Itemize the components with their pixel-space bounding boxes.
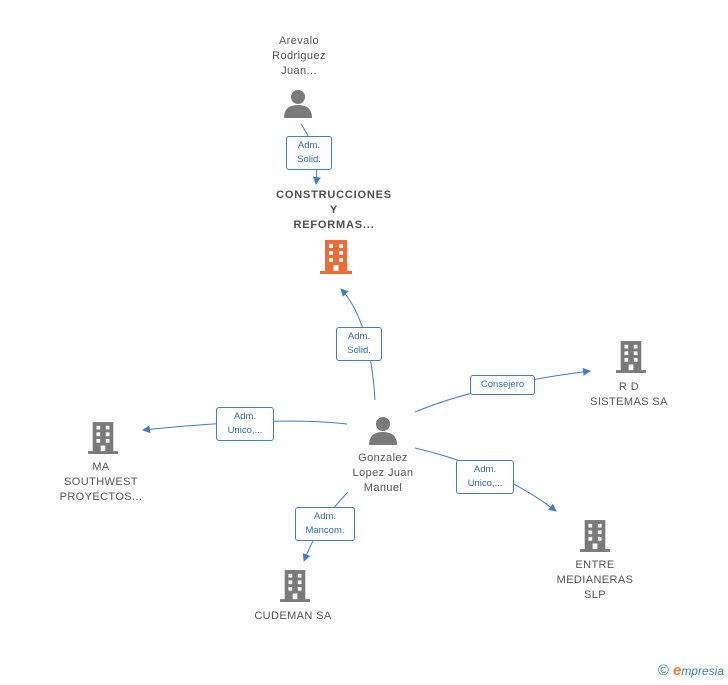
building-icon[interactable] [88,421,118,455]
node-label-ma[interactable]: MA SOUTHWEST PROYECTOS... [59,461,143,503]
node-label-cudeman[interactable]: CUDEMAN SA [254,610,332,622]
brand-footer: © empresia [658,662,724,679]
node-label-arevalo[interactable]: Arevalo Rodriguez Juan... [272,35,326,77]
building-icon[interactable] [616,340,646,374]
node-label-rd[interactable]: R D SISTEMAS SA [590,381,668,408]
person-icon[interactable] [368,415,398,445]
person-icon[interactable] [283,88,313,118]
edge-label-arevalo-construcciones[interactable]: Adm. Solid. [286,136,332,170]
node-label-entre[interactable]: ENTRE MEDIANERAS SLP [556,559,634,601]
brand-logo: empresia [672,662,724,679]
edge-label-gonzalez-entre[interactable]: Adm. Unico,... [456,460,514,494]
building-icon[interactable] [580,519,610,553]
node-label-gonzalez[interactable]: Gonzalez Lopez Juan Manuel [352,452,414,494]
edge-label-gonzalez-rd[interactable]: Consejero [470,375,535,395]
building-icon-main[interactable] [320,240,352,274]
edge-label-gonzalez-cudeman[interactable]: Adm. Mancom. [295,507,355,541]
node-label-construcciones[interactable]: CONSTRUCCIONES Y REFORMAS... [276,189,392,231]
edge-label-gonzalez-construcciones[interactable]: Adm. Solid. [336,327,382,361]
edge-label-gonzalez-ma[interactable]: Adm. Unico,... [216,407,274,441]
copyright-icon: © [657,662,669,679]
building-icon[interactable] [280,569,310,603]
